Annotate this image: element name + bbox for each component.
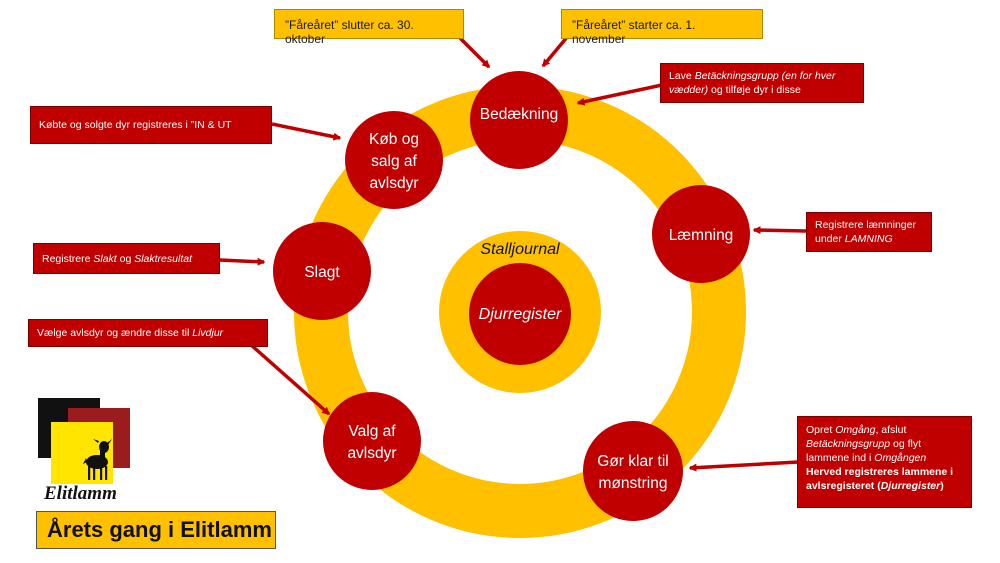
note-bedaekning-c: og tilføje dyr i disse: [708, 84, 801, 96]
note-gor-8: Djurregister: [880, 480, 941, 492]
note-gor-9: ): [940, 480, 944, 492]
note-valg-b: Livdjur: [192, 327, 224, 339]
note-kob: Købte og solgte dyr registreres i ”IN & …: [30, 106, 272, 144]
note-faaret-starter: ”Fåreåret” starter ca. 1. november: [561, 9, 763, 46]
node-gor-line1: Gør klar til: [597, 453, 668, 470]
note-faaret-slutter-text: ”Fåreåret” slutter ca. 30. oktober: [285, 18, 414, 46]
note-bedaekning-b: Betäckningsgrupp (en for hver vædder): [669, 70, 836, 96]
note-slagt-a: Registrere: [42, 253, 94, 265]
arrow-slagt-note: [219, 257, 266, 266]
node-gor-klar: [583, 421, 683, 521]
node-kob-line2: salg af: [371, 153, 417, 170]
note-laemning: Registrere læmninger under LAMNING: [806, 212, 932, 252]
node-valg-line1: Valg af: [348, 423, 396, 440]
node-bedaekning: [470, 71, 568, 169]
note-laemning-b: LAMNING: [844, 233, 893, 245]
node-kob-og-salg: [345, 111, 443, 209]
arrow-gor-note: [688, 460, 799, 472]
arrow-faaret-slutter: [456, 34, 491, 69]
note-slagt-c: og: [116, 253, 135, 265]
note-gor-4: Betäckningsgrupp: [806, 438, 891, 450]
note-faaret-starter-text: ”Fåreåret” starter ca. 1. november: [572, 18, 696, 46]
logo-wordmark: Elitlamm: [44, 483, 117, 504]
note-slagt-d: Slaktresultat: [134, 253, 192, 265]
note-gor-1: Opret: [806, 424, 836, 436]
arrow-kob-note: [271, 122, 342, 141]
node-bedaekning-label: Bedækning: [480, 106, 558, 123]
arrow-valg-note: [248, 342, 331, 416]
node-kob-line1: Køb og: [369, 131, 419, 148]
note-laemning-a: Registrere læmninger under: [815, 219, 916, 245]
elitlamm-logo: [38, 398, 130, 484]
node-laemning-label: Læmning: [669, 227, 734, 244]
note-bedaekning-a: Lave: [669, 70, 695, 82]
note-kob-text: Købte og solgte dyr registreres i ”IN & …: [39, 119, 232, 131]
node-gor-line2: mønstring: [599, 475, 668, 492]
node-kob-line3: avlsdyr: [369, 175, 418, 192]
note-gor-klar: Opret Omgång, afslut Betäckningsgrupp og…: [797, 416, 972, 508]
node-laemning: [652, 185, 750, 283]
note-faaret-slutter: ”Fåreåret” slutter ca. 30. oktober: [274, 9, 464, 46]
note-gor-6: Omgången: [874, 452, 927, 464]
node-valg-line2: avlsdyr: [347, 445, 396, 462]
stalljournal-label: Stalljournal: [480, 241, 560, 258]
node-slagt-label: Slagt: [304, 264, 340, 281]
page-title: Årets gang i Elitlamm: [36, 511, 276, 549]
note-bedaekning: Lave Betäckningsgrupp (en for hver vædde…: [660, 63, 864, 103]
djurregister-label: Djurregister: [479, 306, 562, 323]
note-slagt: Registrere Slakt og Slaktresultat: [33, 243, 220, 274]
note-gor-3: , afslut: [875, 424, 907, 436]
note-gor-7: Herved registreres lammene i avlsregiste…: [806, 466, 954, 492]
arrow-laemning-note: [752, 226, 807, 235]
note-slagt-b: Slakt: [93, 253, 117, 265]
note-valg: Vælge avlsdyr og ændre disse til Livdjur: [28, 319, 268, 347]
node-valg-af-avlsdyr: [323, 392, 421, 490]
arrow-bedaekning-note: [576, 83, 663, 106]
arrow-faaret-starter: [541, 34, 570, 68]
djurregister-circle: [469, 263, 571, 365]
note-gor-5: og flyt lammene ind i: [806, 438, 921, 464]
node-slagt: [273, 222, 371, 320]
note-valg-a: Vælge avlsdyr og ændre disse til: [37, 327, 193, 339]
note-gor-2: Omgång: [835, 424, 876, 436]
lamb-icon: [83, 439, 112, 480]
